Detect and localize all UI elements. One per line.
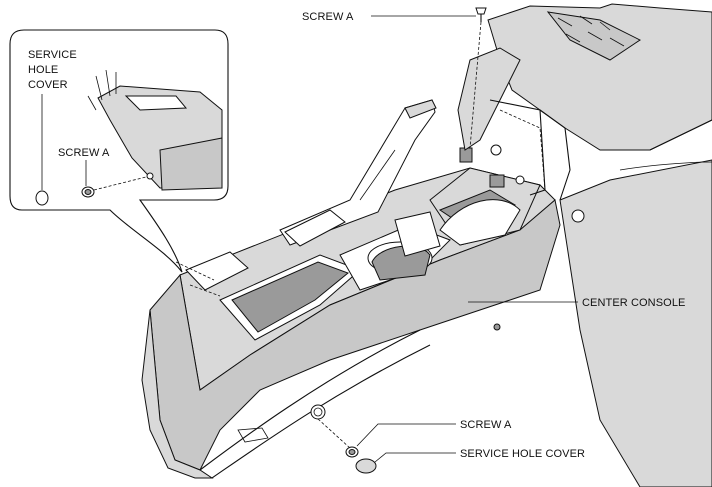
bracket-tab [459,147,473,163]
label-inset-service-2: HOLE [28,64,58,76]
screw-a-bottom [317,418,359,458]
trim-hole [571,209,585,223]
inset-service-hole-cover [35,190,49,206]
label-inset-service-1: SERVICE [28,49,77,61]
hidden-line [189,284,221,297]
inset-detail [9,29,229,273]
label-screw-a-top: SCREW A [302,11,354,23]
label-service-hole-cover: SERVICE HOLE COVER [460,448,585,460]
service-hole [310,404,326,420]
parking-brake-lever [279,99,437,247]
hidden-line [175,261,215,281]
label-screw-a-bottom: SCREW A [460,419,512,431]
leader-service-hole-cover [374,452,456,463]
label-inset-service-3: COVER [28,79,68,91]
fastener [490,144,502,156]
center-console-body [141,47,561,479]
fastener [515,175,525,185]
pin [493,323,501,331]
bracket-tab [489,174,505,188]
screw-a-top [469,7,487,149]
service-hole-cover-part [355,458,377,474]
shifter-housing [487,3,712,201]
label-inset-screw-a: SCREW A [58,147,110,159]
leader-screw-a-bottom [356,423,456,447]
label-center-console: CENTER CONSOLE [582,297,685,309]
inset-hole [146,172,154,180]
side-trim-panel [559,159,712,487]
